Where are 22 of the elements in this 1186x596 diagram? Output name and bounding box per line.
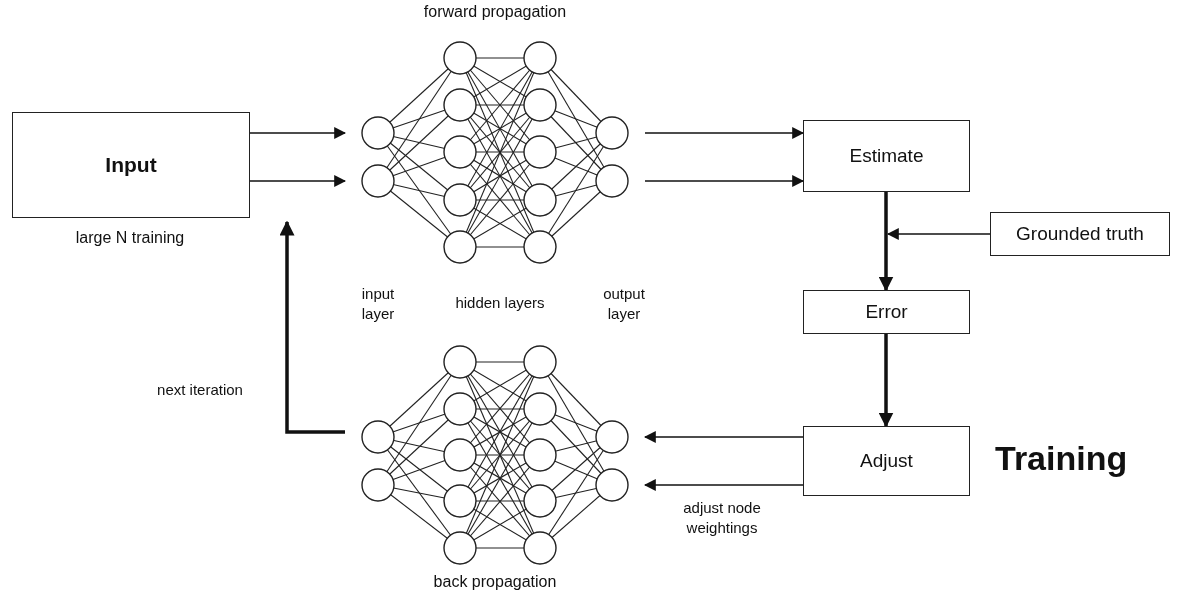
arrow xyxy=(644,175,805,187)
arrow xyxy=(249,127,347,139)
arrow xyxy=(643,431,804,443)
arrow xyxy=(644,127,805,139)
process-box: Estimate xyxy=(803,120,970,192)
layer-label: hidden layers xyxy=(454,293,546,313)
process-box: Adjust xyxy=(803,426,970,496)
layer-label: input layer xyxy=(360,284,396,323)
section-title: Training xyxy=(995,438,1129,479)
process-box: Grounded truth xyxy=(990,212,1170,256)
box-caption: large N training xyxy=(74,228,186,248)
process-box: Error xyxy=(803,290,970,334)
arrow xyxy=(643,479,804,491)
process-box: Input xyxy=(12,112,250,218)
arrow xyxy=(886,228,991,240)
arrow xyxy=(249,175,347,187)
network-title: back propagation xyxy=(432,572,558,592)
arrow xyxy=(878,192,894,292)
layer-label: output layer xyxy=(602,284,646,323)
network-title: forward propagation xyxy=(422,2,568,22)
arrow xyxy=(279,220,345,434)
arrow xyxy=(878,334,894,428)
